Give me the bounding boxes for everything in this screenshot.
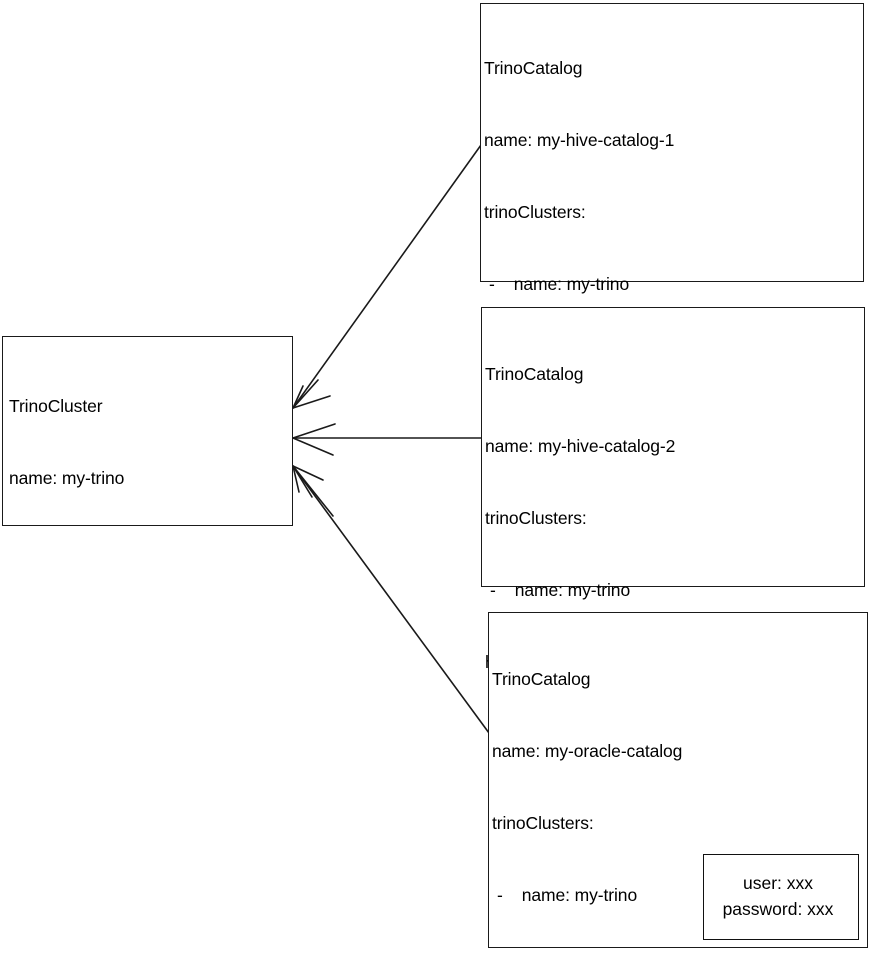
edge-catalog2-to-cluster: [292, 423, 482, 456]
edge-catalog1-to-cluster: [292, 144, 482, 409]
trino-cluster-node[interactable]: TrinoCluster name: my-trino: [2, 336, 293, 526]
credentials-secret-node[interactable]: user: xxx password: xxx: [703, 854, 859, 940]
arrowhead-sketch-strokes: [292, 385, 304, 493]
yaml-line: - name: my-trino: [497, 885, 638, 905]
secret-line-user: user: xxx: [742, 873, 814, 893]
yaml-line: trinoClusters:: [484, 202, 586, 222]
secret-line-password: password: xxx: [722, 899, 834, 919]
yaml-line: name: my-oracle-catalog: [492, 741, 683, 761]
yaml-line: trinoClusters:: [492, 813, 594, 833]
yaml-line: name: my-hive-catalog-2: [485, 436, 676, 456]
credentials-secret-content: user: xxx password: xxx: [704, 870, 852, 922]
yaml-line: - name: my-trino: [490, 580, 631, 600]
yaml-line: TrinoCatalog: [484, 58, 583, 78]
trino-catalog-node-my-hive-catalog-1[interactable]: TrinoCatalog name: my-hive-catalog-1 tri…: [480, 3, 864, 654]
trino-catalog-yaml: TrinoCatalog name: my-oracle-catalog tri…: [492, 619, 865, 954]
yaml-line: name: my-hive-catalog-1: [484, 130, 675, 150]
yaml-line: name: my-trino: [9, 468, 125, 488]
yaml-line: TrinoCatalog: [485, 364, 584, 384]
trino-cluster-yaml: TrinoCluster name: my-trino: [9, 346, 290, 538]
yaml-line: trinoClusters:: [485, 508, 587, 528]
trino-catalog-node-my-hive-catalog-2[interactable]: TrinoCatalog name: my-hive-catalog-2 tri…: [481, 307, 865, 888]
yaml-line: TrinoCluster: [9, 396, 103, 416]
trino-catalog-node-my-oracle-catalog[interactable]: TrinoCatalog name: my-oracle-catalog tri…: [488, 612, 868, 948]
edge-catalog3-to-cluster: [292, 465, 490, 734]
yaml-line: TrinoCatalog: [492, 669, 591, 689]
yaml-line: - name: my-trino: [489, 274, 630, 294]
